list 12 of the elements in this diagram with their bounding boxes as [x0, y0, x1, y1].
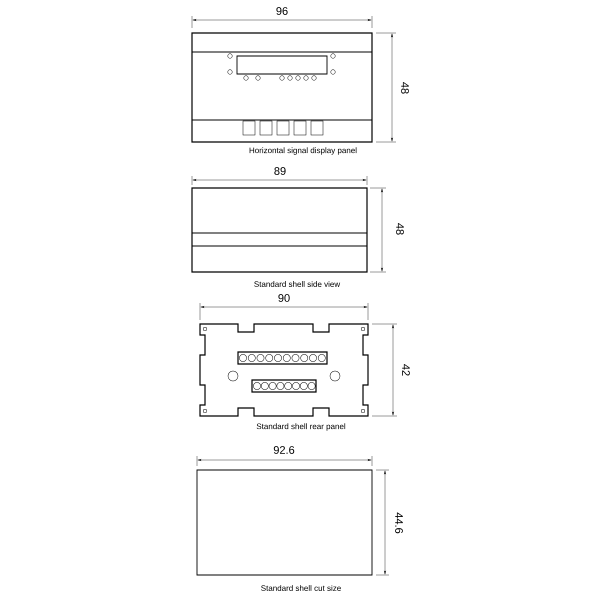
- dimension-value: 48: [401, 82, 409, 94]
- dimension-value: 90: [278, 294, 290, 302]
- dimension-value: 92.6: [274, 446, 294, 454]
- dimension-value: 48: [396, 223, 404, 235]
- dimension-value: 44.6: [395, 512, 403, 534]
- view-caption: Standard shell cut size: [261, 585, 341, 591]
- view-caption: Standard shell side view: [254, 281, 340, 287]
- dimension-value: 96: [276, 7, 288, 15]
- view-caption: Horizontal signal display panel: [250, 147, 356, 155]
- dimension-value: 89: [274, 167, 286, 175]
- dimension-value: 42: [402, 364, 410, 376]
- view-caption: Standard shell rear panel: [256, 423, 346, 431]
